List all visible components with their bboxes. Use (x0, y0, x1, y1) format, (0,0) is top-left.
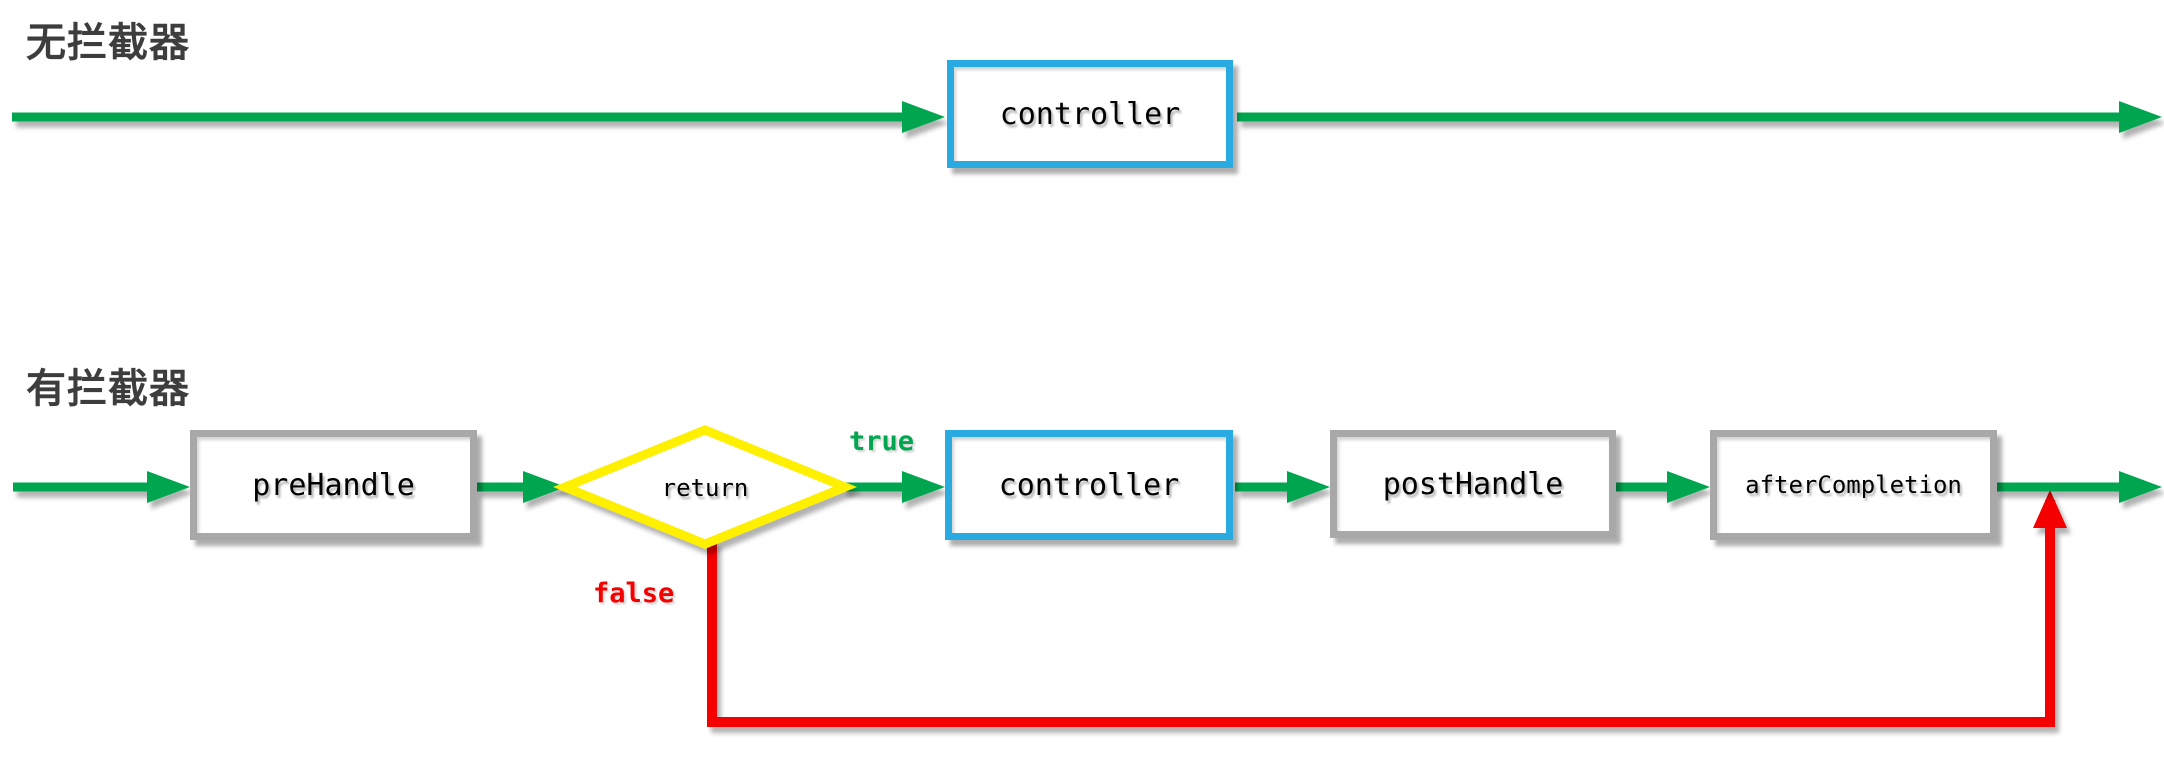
node-prehandle-label: preHandle (252, 467, 415, 503)
arrow-prehandle-to-return (477, 471, 566, 503)
section-title-no-interceptor: 无拦截器 (26, 20, 190, 66)
arrowhead-icon (147, 471, 190, 503)
node-aftercompletion-label: afterCompletion (1745, 471, 1962, 499)
node-controller-row1-label: controller (999, 96, 1181, 132)
arrowhead-icon (2119, 471, 2162, 503)
return-decision-label-wrap: return (565, 432, 845, 544)
row2-exit-arrow (1996, 471, 2162, 503)
false-branch-label: false (593, 578, 675, 609)
arrowhead-icon (902, 471, 945, 503)
true-branch-label: true (849, 426, 915, 457)
node-controller-row2-label: controller (998, 467, 1180, 503)
false-branch-path (707, 490, 2067, 727)
return-decision-label: return (661, 474, 749, 502)
arrowhead-icon (902, 101, 945, 133)
arrow-posthandle-to-aftercompletion (1616, 471, 1710, 503)
node-aftercompletion: afterCompletion (1710, 430, 1997, 540)
arrowhead-icon (1287, 471, 1330, 503)
arrowhead-icon (523, 471, 566, 503)
node-prehandle: preHandle (190, 430, 477, 540)
node-controller-row1: controller (947, 60, 1233, 168)
row1-response-arrow (1237, 101, 2162, 133)
node-posthandle: postHandle (1330, 430, 1616, 538)
arrowhead-icon (2119, 101, 2162, 133)
node-controller-row2: controller (945, 430, 1233, 540)
row1-request-arrow (12, 101, 945, 133)
node-posthandle-label: postHandle (1382, 466, 1564, 502)
return-decision-diamond (553, 425, 857, 549)
arrow-controller-to-posthandle (1235, 471, 1330, 503)
section-title-with-interceptor: 有拦截器 (26, 366, 190, 412)
arrow-return-true-to-controller (843, 471, 945, 503)
false-path-arrowhead-up-icon (2033, 490, 2067, 528)
row2-entry-arrow (13, 471, 190, 503)
arrowhead-icon (1667, 471, 1710, 503)
